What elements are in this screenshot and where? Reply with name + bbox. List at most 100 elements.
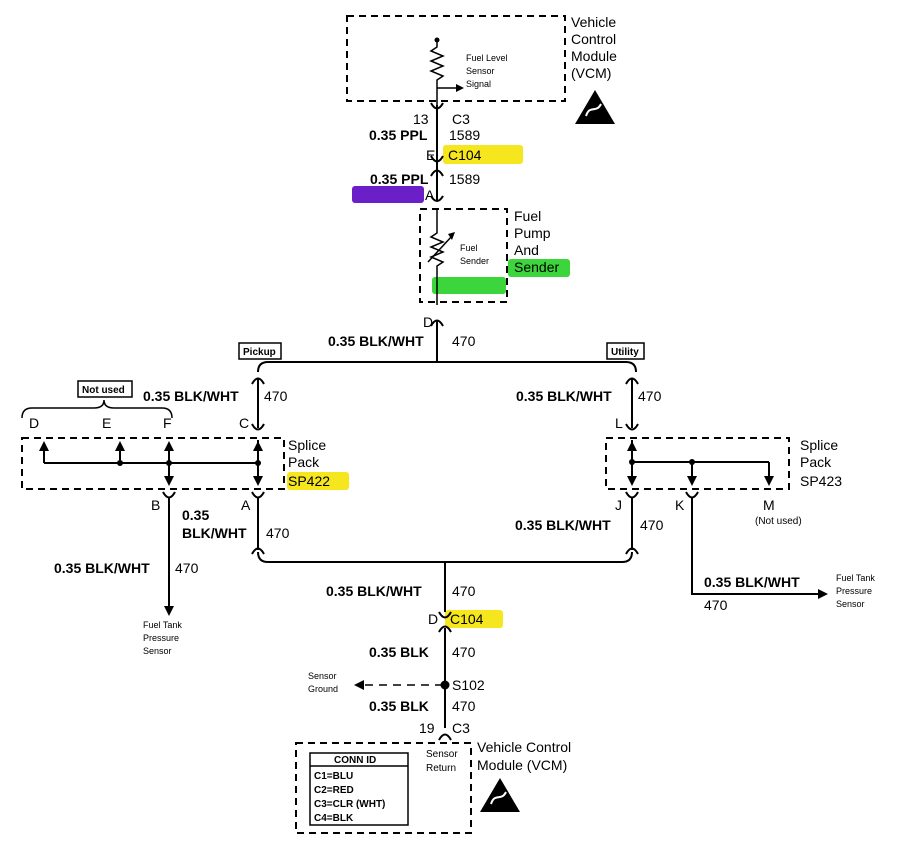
wire-blk-lower-gauge: 0.35 BLK	[369, 698, 429, 714]
sp423-pin-m: M	[763, 497, 775, 513]
wire-470-lower-gauge: 0.35 BLK/WHT	[326, 583, 422, 599]
sp422-in-connector-bottom	[251, 423, 265, 431]
connector-c3-bottom	[438, 733, 452, 741]
splice-s102-label: S102	[452, 677, 485, 693]
sp422-wire-in-gauge: 0.35 BLK/WHT	[143, 388, 239, 404]
fuel-tank-left-arrow-icon	[164, 606, 174, 616]
sp423-out-k-connector	[685, 491, 699, 499]
sp423-arrow-j-icon	[627, 476, 637, 486]
sp422-pin-e: E	[102, 415, 111, 431]
sp423-junction-l	[629, 459, 635, 465]
c104-lower-connector: C104	[450, 611, 484, 627]
signal-arrowhead-icon	[456, 84, 464, 92]
sp423-junction-k	[689, 459, 695, 465]
fuel-level-resistor	[429, 40, 445, 110]
sp423-pin-k: K	[675, 497, 685, 513]
sp423-out-j-connector-bottom	[625, 547, 639, 555]
sp422-pin-b: B	[151, 497, 160, 513]
connector-c104-upper-bottom	[430, 169, 444, 177]
sensor-return-1: Sensor	[426, 749, 458, 760]
conn-id-table	[309, 752, 409, 826]
fuel-pump-title-3: And	[514, 242, 539, 258]
fuel-tank-right-3: Sensor	[836, 599, 865, 609]
sp422-wire-in-circuit: 470	[264, 388, 288, 404]
sp423-out-j-connector-top	[625, 491, 639, 499]
wire-470-main-gauge: 0.35 BLK/WHT	[328, 333, 424, 349]
sp423-pin-j: J	[615, 497, 622, 513]
sp422-title-3: SP422	[288, 473, 330, 489]
fuel-pump-title-1: Fuel	[514, 208, 541, 224]
c104-upper-connector: C104	[448, 147, 482, 163]
splice-s102-dot	[440, 680, 450, 690]
pump-pin-d: D	[423, 314, 433, 330]
esd-icon-bottom	[480, 778, 520, 812]
fuel-sender-label-2: Sender	[460, 256, 489, 266]
sp422-junction-c	[255, 460, 261, 466]
fuel-sender-resistor	[429, 209, 445, 305]
signal-label-3: Signal	[466, 79, 491, 89]
sp423-pin-l: L	[615, 415, 623, 431]
sp422-wire-a-gauge-2: BLK/WHT	[182, 525, 247, 541]
wire-blk-upper-circuit: 470	[452, 644, 476, 660]
sp422-junction-e	[117, 460, 123, 466]
fuel-tank-left-2: Pressure	[143, 633, 179, 643]
sensor-ground-1: Sensor	[308, 671, 337, 681]
highlight-c104-upper	[443, 145, 523, 164]
sp422-pin-d: D	[29, 415, 39, 431]
highlight-c104-lower	[445, 610, 503, 628]
sp423-in-connector-bottom	[625, 423, 639, 431]
wire-1589-upper-circuit: 1589	[449, 127, 480, 143]
fuel-tank-right-1: Fuel Tank	[836, 573, 875, 583]
sp423-title-3: SP423	[800, 473, 842, 489]
variant-bracket-top	[257, 361, 637, 373]
sp422-pin-c: C	[239, 415, 249, 431]
fuel-sender-label-1: Fuel	[460, 243, 478, 253]
sp422-title-2: Pack	[288, 454, 320, 470]
fuel-tank-left-3: Sensor	[143, 646, 172, 656]
not-used-box	[77, 380, 133, 398]
sp423-title-1: Splice	[800, 437, 838, 453]
esd-icon-top	[575, 90, 615, 124]
sp423-arrow-k-icon	[687, 476, 697, 486]
sp422-arrow-d-icon	[39, 441, 49, 451]
sp422-out-b-connector	[162, 491, 176, 499]
sp422-arrow-b-icon	[164, 476, 174, 486]
wire-blk-lower-circuit: 470	[452, 698, 476, 714]
wire-470-main-circuit: 470	[452, 333, 476, 349]
variant-bracket-bottom	[257, 551, 633, 563]
fuel-pump-title-4: Sender	[514, 259, 559, 275]
conn-id-row-3: C3=CLR (WHT)	[314, 799, 385, 810]
vcm-top-box	[346, 15, 566, 102]
sensor-ground-2: Ground	[308, 684, 338, 694]
connector-c104-lower-bottom	[438, 625, 452, 633]
sp422-wire-b-gauge: 0.35 BLK/WHT	[54, 560, 150, 576]
signal-label-2: Sensor	[466, 66, 495, 76]
highlight-sp422	[287, 472, 349, 490]
sp423-box	[605, 437, 790, 490]
sp423-wire-k-circuit: 470	[704, 597, 728, 613]
sp422-junction-f	[166, 460, 172, 466]
sensor-ground-arrow-icon	[354, 680, 364, 690]
sp423-wire-in-circuit: 470	[638, 388, 662, 404]
wire-1589-lower-gauge: 0.35 PPL	[370, 171, 429, 187]
wire-1589-upper-gauge: 0.35 PPL	[369, 127, 428, 143]
fuel-sender-variable-arrow	[427, 235, 453, 263]
variant-pickup-box	[238, 342, 282, 360]
connector-c104-upper-top	[430, 155, 444, 163]
pump-pin-a: A	[425, 187, 435, 203]
fuel-tank-right-arrow-icon	[818, 589, 828, 599]
sp422-box	[21, 437, 285, 490]
top-pin-connector: C3	[452, 111, 470, 127]
not-used-bracket	[21, 399, 173, 419]
sensor-return-2: Return	[426, 763, 456, 774]
variant-utility-box	[606, 342, 645, 360]
vcm-top-title-4: (VCM)	[571, 65, 611, 81]
bottom-pin-connector: C3	[452, 720, 470, 736]
sp422-arrow-e-icon	[115, 441, 125, 451]
vcm-bottom-box	[295, 742, 472, 834]
variant-pickup: Pickup	[243, 347, 276, 358]
conn-id-title: CONN ID	[334, 755, 376, 766]
wire-470-lower-circuit: 470	[452, 583, 476, 599]
fuel-tank-right-2: Pressure	[836, 586, 872, 596]
bottom-pin-number: 19	[419, 720, 435, 736]
